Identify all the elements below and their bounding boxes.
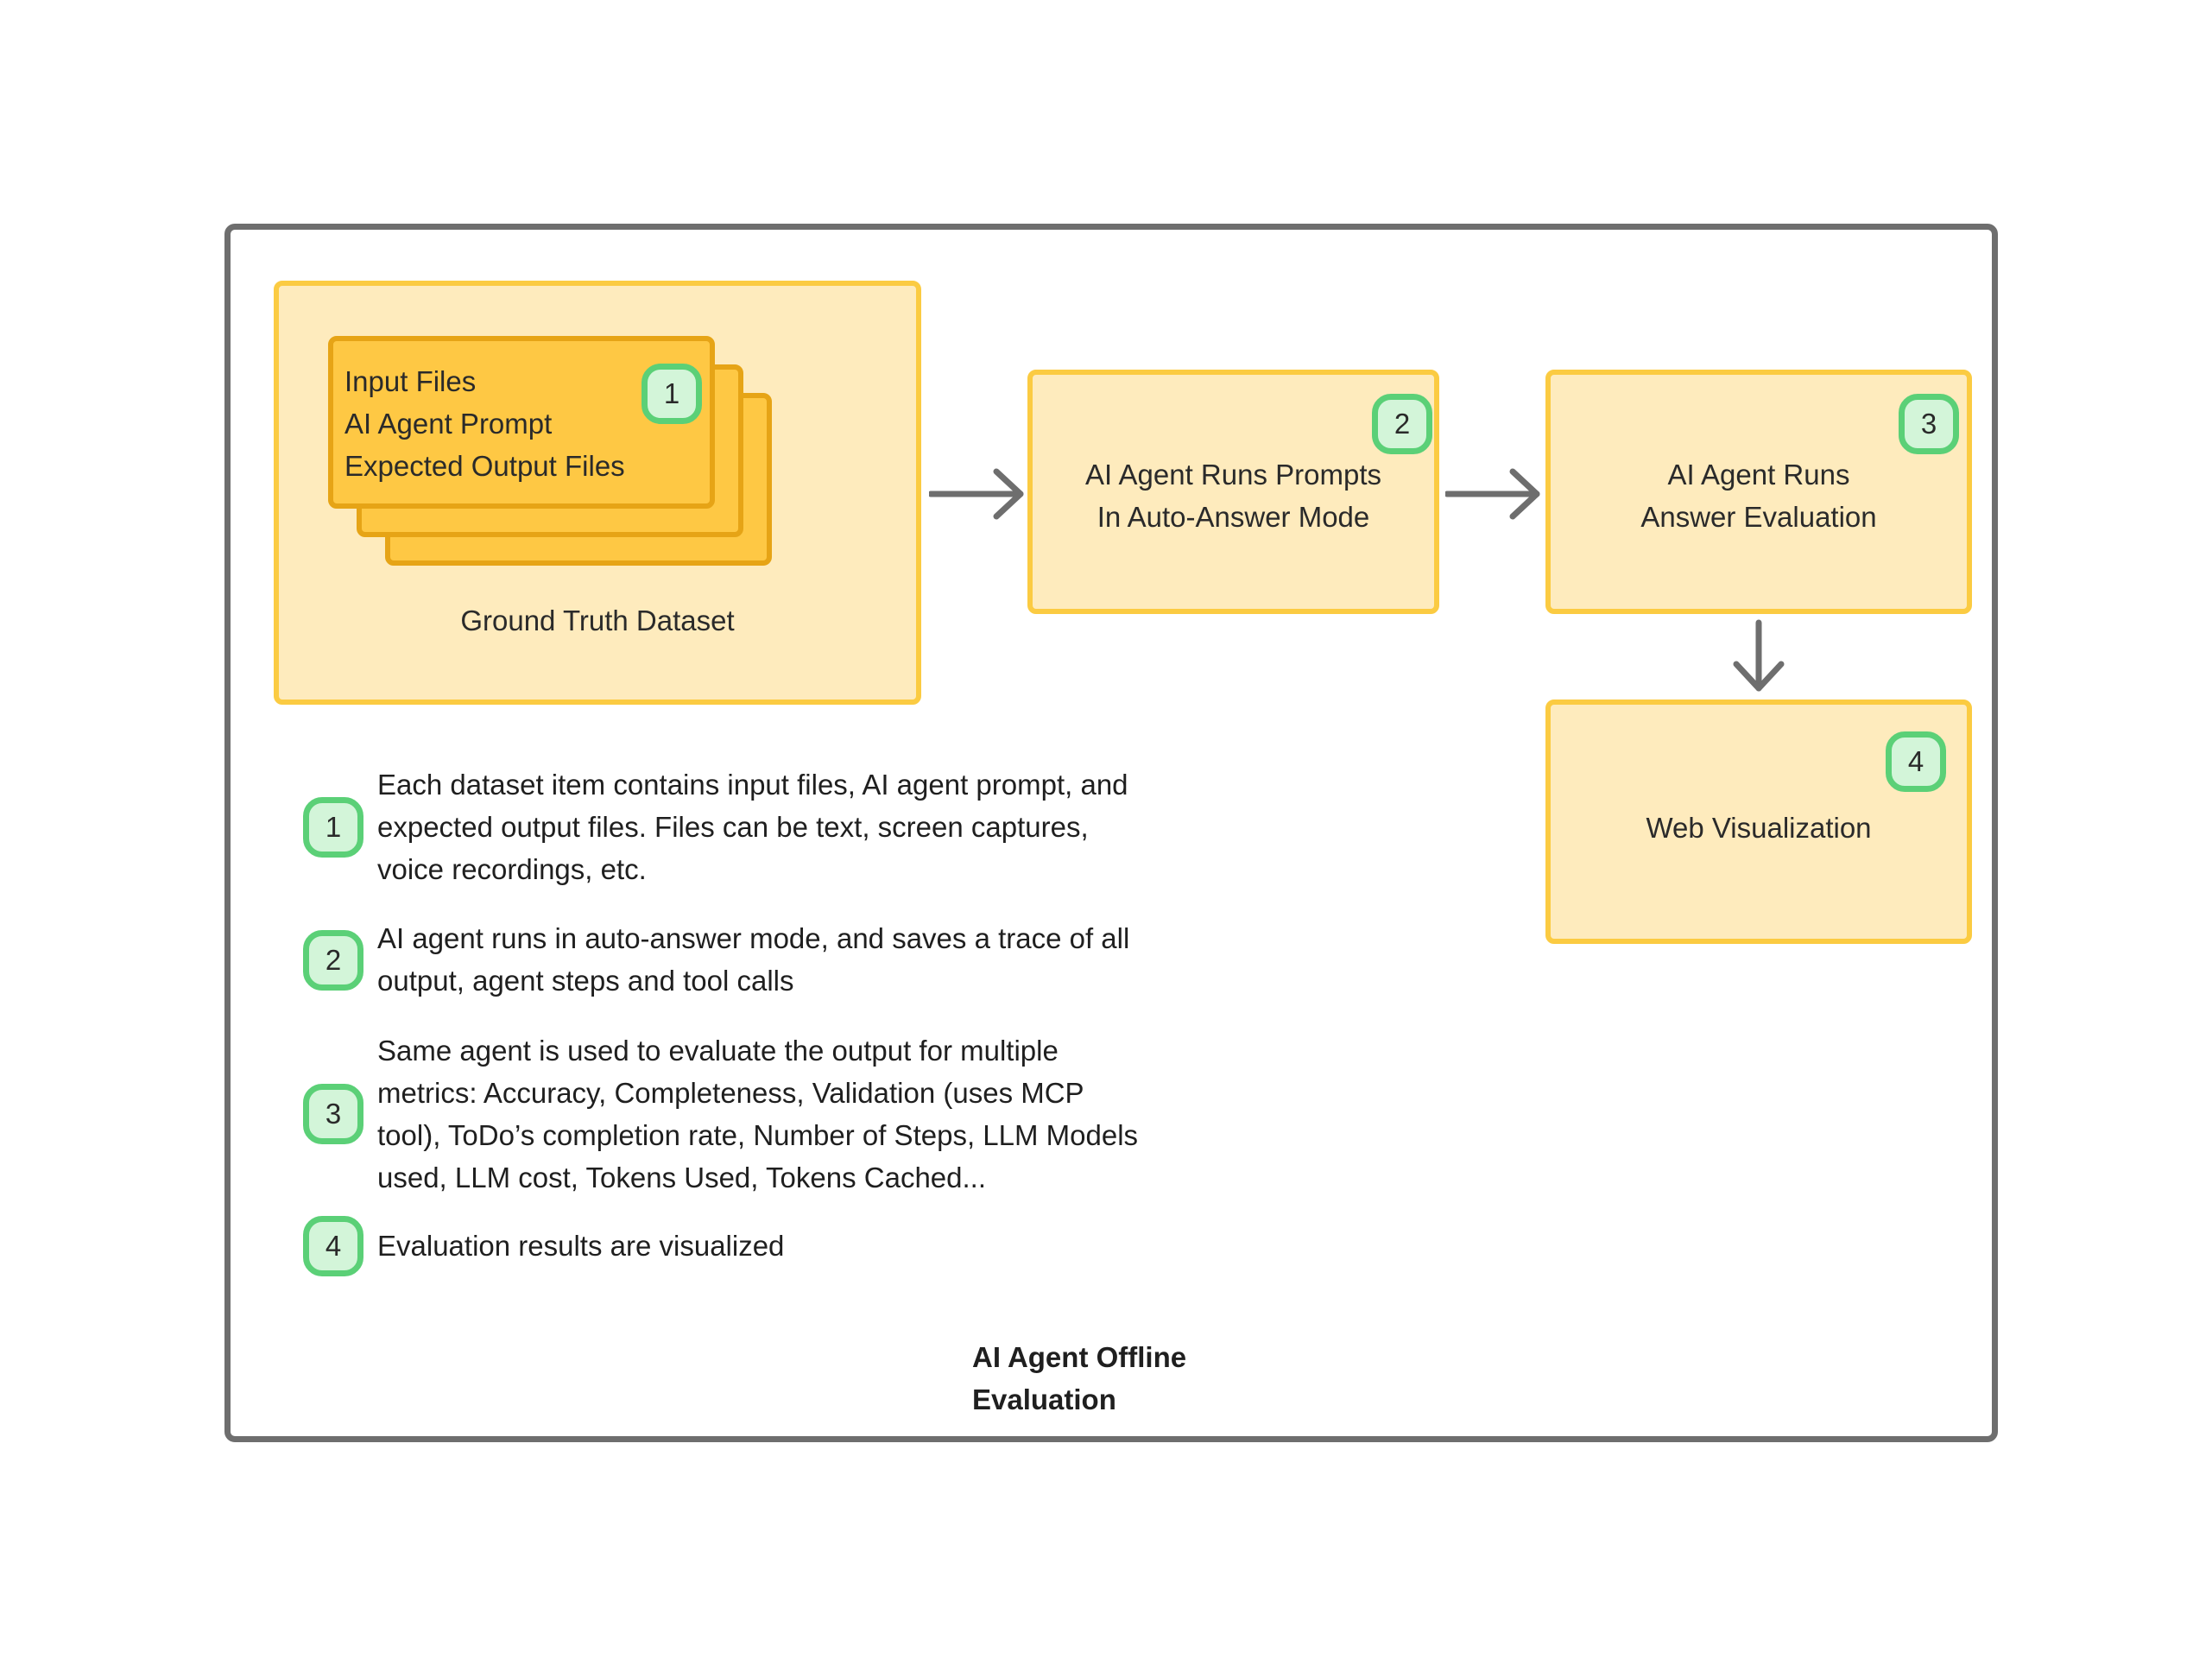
legend-line: metrics: Accuracy, Completeness, Validat…	[377, 1077, 1084, 1109]
legend-line: AI agent runs in auto-answer mode, and s…	[377, 922, 1130, 954]
step-badge-3: 3	[1899, 394, 1959, 454]
legend-badge-3: 3	[303, 1084, 363, 1144]
legend-item-2: AI agent runs in auto-answer mode, and s…	[377, 917, 1241, 1002]
legend-line: expected output files. Files can be text…	[377, 811, 1089, 843]
ground-truth-dataset-box: Input Files AI Agent Prompt Expected Out…	[274, 281, 921, 705]
agent-runs-prompts-line: AI Agent Runs Prompts	[1084, 459, 1381, 491]
legend-line: tool), ToDo’s completion rate, Number of…	[377, 1119, 1139, 1151]
arrow-right-icon	[929, 468, 1024, 520]
legend-line: voice recordings, etc.	[377, 853, 647, 885]
step-badge-2: 2	[1372, 394, 1432, 454]
arrow-down-icon	[1733, 619, 1785, 692]
legend-badge-4: 4	[303, 1216, 363, 1276]
legend-line: output, agent steps and tool calls	[377, 965, 794, 997]
legend-item-3: Same agent is used to evaluate the outpu…	[377, 1029, 1241, 1199]
answer-evaluation-line: AI Agent Runs	[1667, 459, 1850, 491]
answer-evaluation-line: Answer Evaluation	[1640, 501, 1877, 533]
dataset-caption: Ground Truth Dataset	[460, 605, 735, 636]
diagram-title-line-2: Evaluation	[972, 1383, 1116, 1415]
answer-evaluation-text: AI Agent Runs Answer Evaluation	[1551, 453, 1967, 538]
arrow-right-icon	[1445, 468, 1540, 520]
legend-line: Each dataset item contains input files, …	[377, 769, 1128, 801]
agent-runs-prompts-text: AI Agent Runs Prompts In Auto-Answer Mod…	[1033, 453, 1434, 538]
agent-runs-prompts-box: 2 AI Agent Runs Prompts In Auto-Answer M…	[1027, 370, 1439, 614]
legend-line: Evaluation results are visualized	[377, 1230, 785, 1262]
legend-item-4: Evaluation results are visualized	[377, 1225, 1241, 1267]
step-badge-1: 1	[641, 364, 702, 424]
legend-line: used, LLM cost, Tokens Used, Tokens Cach…	[377, 1162, 987, 1193]
agent-runs-prompts-line: In Auto-Answer Mode	[1097, 501, 1370, 533]
legend-badge-1: 1	[303, 797, 363, 858]
dataset-card-text: Input Files AI Agent Prompt Expected Out…	[344, 360, 625, 487]
dataset-card-front: Input Files AI Agent Prompt Expected Out…	[328, 336, 715, 509]
step-badge-4: 4	[1886, 731, 1946, 792]
web-visualization-line: Web Visualization	[1646, 812, 1872, 844]
diagram-title-line-1: AI Agent Offline	[972, 1341, 1187, 1373]
answer-evaluation-box: 3 AI Agent Runs Answer Evaluation	[1545, 370, 1972, 614]
dataset-card-line: AI Agent Prompt	[344, 408, 553, 440]
dataset-card-line: Input Files	[344, 365, 477, 397]
legend-item-1: Each dataset item contains input files, …	[377, 763, 1241, 890]
dataset-card-line: Expected Output Files	[344, 450, 625, 482]
legend-badge-2: 2	[303, 930, 363, 991]
web-visualization-box: 4 Web Visualization	[1545, 700, 1972, 944]
web-visualization-text: Web Visualization	[1551, 807, 1967, 849]
legend-line: Same agent is used to evaluate the outpu…	[377, 1035, 1059, 1067]
